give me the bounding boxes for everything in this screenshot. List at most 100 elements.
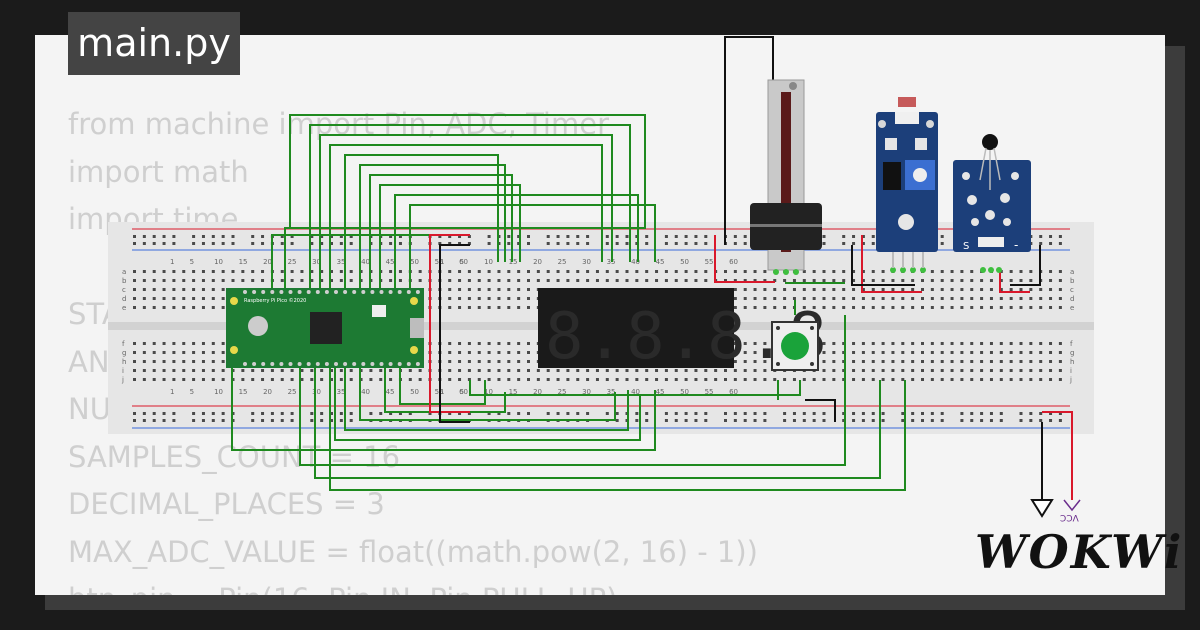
row-label: h: [1070, 358, 1074, 366]
column-label: 35: [607, 388, 616, 396]
column-label: 10: [484, 258, 493, 266]
column-label: 55: [705, 258, 714, 266]
row-label: c: [1070, 286, 1074, 294]
row-label: g: [1070, 349, 1074, 357]
row-label: h: [122, 358, 126, 366]
column-label: 35: [337, 388, 346, 396]
column-label: 35: [337, 258, 346, 266]
column-label: 50: [680, 258, 689, 266]
column-label: 60: [459, 388, 468, 396]
code-line: MAX_ADC_VALUE = float((math.pow(2, 16) -…: [68, 534, 758, 569]
photoresistor-module[interactable]: [876, 97, 938, 273]
rp2040-chip: [310, 312, 342, 344]
row-label: e: [122, 304, 126, 312]
column-label: 60: [459, 258, 468, 266]
column-label: 50: [680, 388, 689, 396]
column-label: 45: [386, 258, 395, 266]
row-label: e: [1070, 304, 1074, 312]
column-label: 30: [582, 388, 591, 396]
column-label: 45: [656, 388, 665, 396]
column-label: 50: [410, 258, 419, 266]
wires-green: [231, 114, 906, 491]
column-label: 20: [533, 258, 542, 266]
column-label: 1: [440, 258, 444, 266]
column-label: 5: [190, 388, 194, 396]
column-label: 25: [558, 388, 567, 396]
wires-black: [439, 36, 1043, 500]
row-label: g: [122, 349, 126, 357]
column-label: 40: [361, 388, 370, 396]
column-label: 20: [263, 258, 272, 266]
code-line: btn_pin = Pin(16, Pin.IN, Pin.PULL_UP): [68, 579, 617, 595]
row-label: c: [122, 286, 126, 294]
column-label: 15: [239, 258, 248, 266]
column-label: 1: [170, 388, 174, 396]
column-label: 5: [190, 258, 194, 266]
column-label: 1: [170, 258, 174, 266]
row-label: b: [122, 277, 127, 285]
code-line: import math: [68, 154, 249, 189]
ground-symbol-icon: [1030, 499, 1054, 518]
column-label: 5: [460, 388, 464, 396]
column-label: 10: [484, 388, 493, 396]
row-label: j: [121, 376, 124, 384]
temperature-sensor-module[interactable]: [953, 134, 1031, 273]
column-label: 10: [214, 388, 223, 396]
row-label: d: [122, 295, 126, 303]
column-label: 60: [729, 388, 738, 396]
column-label: 20: [263, 388, 272, 396]
row-label: f: [1070, 340, 1073, 348]
column-label: 1: [440, 388, 444, 396]
temp-pin-s-label: S: [963, 241, 969, 252]
push-button[interactable]: [771, 321, 819, 371]
code-line: SAMPLES_COUNT = 16: [68, 439, 401, 474]
column-label: 5: [460, 258, 464, 266]
column-label: 15: [509, 258, 518, 266]
column-label: 10: [214, 258, 223, 266]
vcc-label: VCC: [1060, 512, 1079, 522]
column-label: 50: [410, 388, 419, 396]
column-label: 15: [239, 388, 248, 396]
pico-label: Raspberry Pi Pico ©2020: [244, 297, 306, 304]
temp-pin-minus-label: -: [1014, 238, 1018, 252]
row-label: a: [1070, 268, 1074, 276]
row-label: j: [1069, 376, 1072, 384]
row-label: b: [1070, 277, 1075, 285]
column-label: 30: [312, 258, 321, 266]
column-label: 30: [312, 388, 321, 396]
column-label: 30: [582, 258, 591, 266]
raspberry-pi-pico[interactable]: [226, 288, 424, 368]
column-label: 25: [288, 388, 297, 396]
seven-segment-display[interactable]: [538, 288, 734, 368]
column-label: 20: [533, 388, 542, 396]
usb-port: [410, 318, 424, 338]
column-label: 15: [509, 388, 518, 396]
row-label: f: [122, 340, 125, 348]
wires-red: [429, 234, 1073, 500]
vcc-symbol-icon: [1063, 499, 1081, 512]
code-line: DECIMAL_PLACES = 3: [68, 487, 385, 521]
column-label: 25: [288, 258, 297, 266]
column-label: 55: [705, 388, 714, 396]
slide-potentiometer[interactable]: [750, 79, 822, 275]
column-label: 45: [386, 388, 395, 396]
column-label: 40: [631, 258, 640, 266]
column-label: 25: [558, 258, 567, 266]
code-line: AN: [68, 344, 110, 379]
row-label: i: [122, 367, 124, 375]
code-line: NU: [68, 392, 111, 426]
file-tab-main[interactable]: main.py: [68, 12, 240, 75]
row-label: a: [122, 268, 126, 276]
row-label: d: [1070, 295, 1074, 303]
wokwi-logo[interactable]: WOKWi: [975, 525, 1184, 579]
push-button-cap[interactable]: [781, 332, 809, 360]
column-label: 60: [729, 258, 738, 266]
row-label: i: [1070, 367, 1072, 375]
column-label: 40: [361, 258, 370, 266]
raspberry-logo-icon: [248, 316, 268, 336]
column-label: 40: [631, 388, 640, 396]
